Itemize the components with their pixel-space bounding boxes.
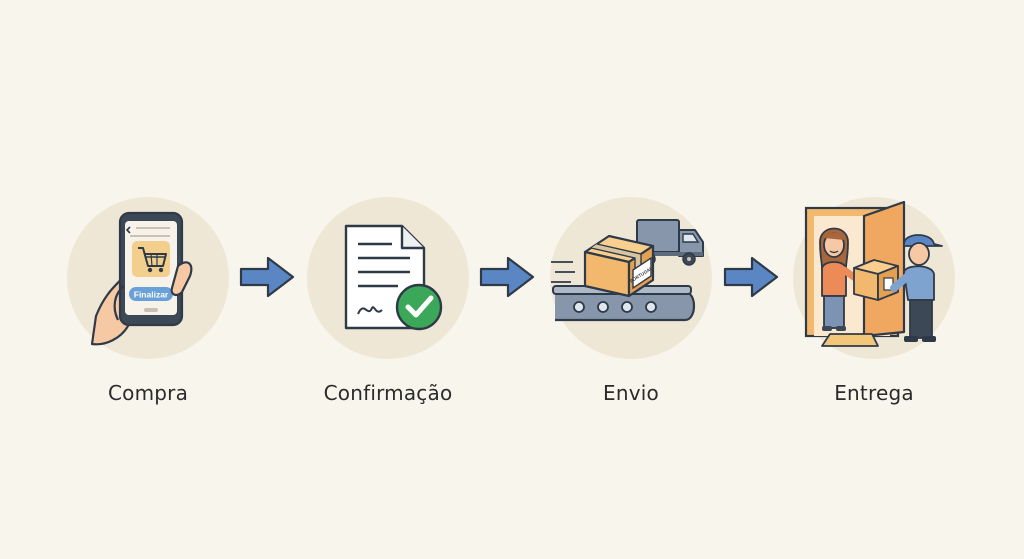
step-label-envio: Envio [603,381,659,405]
step-label-entrega: Entrega [834,381,914,405]
arrow-right-icon [239,256,295,298]
courier-delivery-icon [793,197,955,359]
arrow-right-icon [479,256,535,298]
step-envio: PORTUGAL [549,196,713,360]
package-icon [853,259,899,301]
smartphone-cart-icon: Finalizar [67,197,229,359]
finalizar-button [129,287,173,301]
package-conveyor-truck-icon: PORTUGAL [550,197,712,359]
step-compra: Finalizar [66,196,230,360]
package-icon: PORTUGAL [583,234,655,298]
step-confirmacao [306,196,470,360]
step-label-compra: Compra [107,381,189,405]
arrow-right-icon [723,256,779,298]
woman-figure [819,227,862,331]
courier-figure [890,234,943,342]
document-check-icon [307,197,469,359]
step-entrega [792,196,956,360]
step-label-confirmacao: Confirmação [323,381,453,405]
finalizar-button-label: Finalizar [134,290,169,300]
